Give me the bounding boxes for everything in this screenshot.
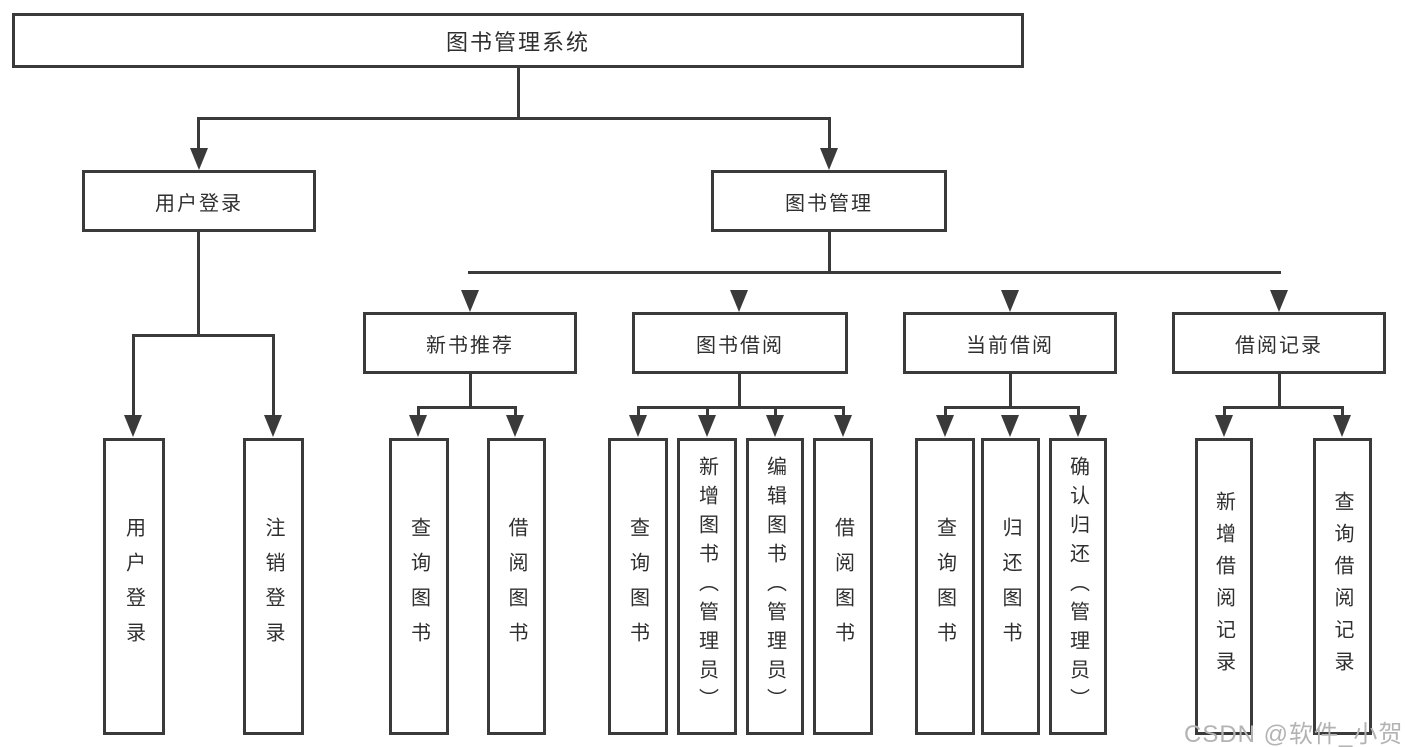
leaf-label: 确认归还（管理员） (1066, 456, 1089, 717)
node-label: 图书管理 (785, 192, 873, 215)
connector-vline (828, 232, 831, 274)
connector-vline (469, 374, 472, 408)
arrow-down-icon (461, 290, 479, 312)
node-label: 新书推荐 (426, 334, 514, 357)
connector-hline (944, 406, 1080, 409)
node-library-management-system: 图书管理系统 (12, 13, 1024, 68)
connector-vline (1223, 406, 1226, 417)
connector-vline (1278, 374, 1281, 408)
arrow-down-icon (1001, 415, 1019, 437)
connector-vline (842, 406, 845, 417)
node-label: 用户登录 (155, 192, 243, 215)
connector-vline (197, 232, 200, 337)
leaf-borrow-books-borrowing: 借阅图书 (813, 438, 873, 735)
arrow-down-icon (698, 415, 716, 437)
leaf-return-books: 归还图书 (981, 438, 1040, 735)
arrow-down-icon (936, 415, 954, 437)
node-label: 图书借阅 (696, 334, 784, 357)
connector-hline (132, 334, 275, 337)
leaf-label: 新增借阅记录 (1212, 490, 1235, 683)
leaf-confirm-return-admin: 确认归还（管理员） (1049, 438, 1107, 735)
leaf-label: 借阅图书 (505, 516, 527, 657)
leaf-user-login: 用户登录 (103, 438, 165, 735)
arrow-down-icon (629, 415, 647, 437)
connector-hline (637, 406, 845, 409)
connector-vline (944, 406, 947, 417)
leaf-edit-books-admin: 编辑图书（管理员） (746, 438, 804, 735)
leaf-borrow-books-recommend: 借阅图书 (487, 438, 546, 735)
leaf-label: 新增图书（管理员） (695, 456, 718, 717)
connector-vline (1009, 374, 1012, 408)
connector-vline (197, 117, 200, 150)
connector-vline (774, 406, 777, 417)
connector-hline (1223, 406, 1344, 409)
node-book-borrowing: 图书借阅 (632, 312, 848, 374)
leaf-label: 查询图书 (407, 516, 430, 657)
arrow-down-icon (1333, 415, 1351, 437)
connector-vline (828, 117, 831, 150)
leaf-add-borrow-record: 新增借阅记录 (1195, 438, 1253, 735)
leaf-add-books-admin: 新增图书（管理员） (677, 438, 737, 735)
connector-hline (468, 271, 1281, 274)
arrow-down-icon (1270, 290, 1288, 312)
leaf-label: 查询图书 (626, 516, 649, 657)
leaf-label: 注销登录 (262, 516, 284, 657)
arrow-down-icon (1001, 290, 1019, 312)
arrow-down-icon (834, 415, 852, 437)
node-borrowing-records: 借阅记录 (1172, 312, 1386, 374)
leaf-query-books-current: 查询图书 (915, 438, 975, 735)
connector-vline (514, 406, 517, 417)
node-user-login: 用户登录 (82, 170, 316, 232)
leaf-label: 编辑图书（管理员） (763, 456, 786, 717)
arrow-down-icon (730, 290, 748, 312)
connector-hline (417, 406, 517, 409)
connector-vline (738, 374, 741, 408)
node-new-book-recommendation: 新书推荐 (363, 312, 577, 374)
leaf-query-borrow-record: 查询借阅记录 (1313, 438, 1372, 735)
connector-vline (517, 66, 520, 120)
connector-hline (197, 117, 831, 120)
connector-vline (417, 406, 420, 417)
node-current-borrowing: 当前借阅 (903, 312, 1117, 374)
csdn-watermark: CSDN @软件_小贺同学 (1184, 721, 1405, 747)
connector-vline (132, 334, 135, 417)
arrow-down-icon (264, 415, 282, 437)
connector-vline (637, 406, 640, 417)
leaf-logout: 注销登录 (243, 438, 304, 735)
arrow-down-icon (766, 415, 784, 437)
leaf-label: 归还图书 (999, 516, 1021, 657)
node-label: 当前借阅 (966, 334, 1054, 357)
node-label: 借阅记录 (1235, 334, 1323, 357)
arrow-down-icon (820, 148, 838, 170)
leaf-query-books-borrowing: 查询图书 (608, 438, 668, 735)
arrow-down-icon (1215, 415, 1233, 437)
leaf-label: 用户登录 (122, 516, 145, 657)
leaf-query-books-recommend: 查询图书 (389, 438, 449, 735)
arrow-down-icon (1069, 415, 1087, 437)
connector-vline (272, 334, 275, 417)
leaf-label: 查询图书 (933, 516, 956, 657)
arrow-down-icon (506, 415, 524, 437)
node-label: 图书管理系统 (445, 29, 590, 55)
connector-vline (1341, 406, 1344, 417)
connector-vline (706, 406, 709, 417)
arrow-down-icon (124, 415, 142, 437)
connector-vline (1077, 406, 1080, 417)
node-book-management: 图书管理 (711, 170, 947, 232)
leaf-label: 借阅图书 (831, 516, 854, 657)
leaf-label: 查询借阅记录 (1331, 490, 1353, 683)
arrow-down-icon (190, 148, 208, 170)
arrow-down-icon (409, 415, 427, 437)
